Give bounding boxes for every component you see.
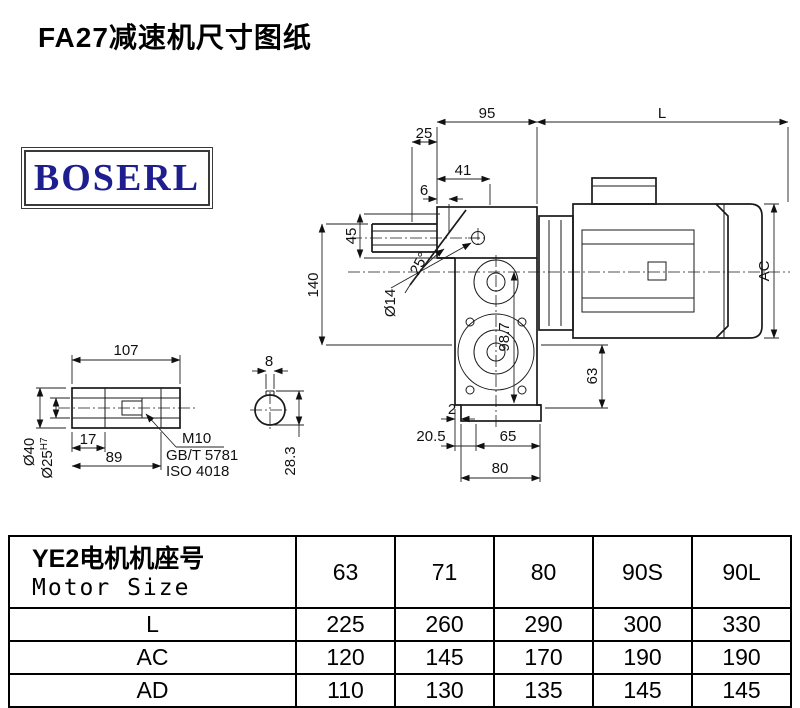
size-col-1: 71 <box>394 535 495 609</box>
cell-AC-2: 170 <box>493 640 594 675</box>
dim-AC-label: AC <box>756 260 773 281</box>
dim-41-label: 41 <box>455 162 472 179</box>
dim-89-label: 89 <box>106 449 123 466</box>
bolt-spec-iso: ISO 4018 <box>166 463 229 480</box>
centerlines <box>348 228 790 430</box>
dim-80-label: 80 <box>492 460 509 477</box>
bore-diameter: Ø25 <box>39 450 56 478</box>
cell-AC-3: 190 <box>592 640 693 675</box>
main-dimension-lines <box>318 118 789 482</box>
fan-cowl <box>716 203 763 339</box>
bolt-spec-gbt: GB/T 5781 <box>166 447 238 464</box>
table-row-AD: AD 110 130 135 145 145 <box>8 673 792 708</box>
cell-AC-1: 145 <box>394 640 495 675</box>
dim-L-label: L <box>658 105 666 122</box>
logo-text: BOSERL <box>33 157 201 199</box>
key-dimension-lines <box>252 367 304 437</box>
dim-dia25h7-label: Ø25H7 <box>39 437 56 479</box>
size-col-2: 80 <box>493 535 594 609</box>
boserl-logo: BOSERL <box>21 147 213 209</box>
bore-tolerance: H7 <box>39 437 50 450</box>
page-title: FA27减速机尺寸图纸 <box>38 22 312 53</box>
dim-95-label: 95 <box>479 105 496 122</box>
dim-45-label: 45 <box>343 228 360 245</box>
dim-107-label: 107 <box>113 342 138 359</box>
cell-AC-0: 120 <box>295 640 396 675</box>
size-col-3: 90S <box>592 535 693 609</box>
bolt-spec-m10: M10 <box>182 430 211 447</box>
dim-6-label: 6 <box>420 182 428 199</box>
dim-20-5-label: 20.5 <box>416 428 445 445</box>
dim-63-label: 63 <box>584 368 601 385</box>
dim-17-label: 17 <box>80 431 97 448</box>
cell-L-1: 260 <box>394 607 495 642</box>
terminal-box <box>591 177 657 205</box>
size-col-0: 63 <box>295 535 396 609</box>
row-label-L: L <box>8 607 297 642</box>
key-section-view: 8 28.3 <box>250 353 304 476</box>
shaft-detail-view: 107 17 89 Ø40 Ø25H7 M10 GB/T 5781 ISO 40… <box>21 342 238 480</box>
dim-98-7-label: 98.7 <box>496 322 513 351</box>
row-label-AC: AC <box>8 640 297 675</box>
cell-L-4: 330 <box>691 607 792 642</box>
dim-28-3-label: 28.3 <box>282 446 299 475</box>
cell-L-2: 290 <box>493 607 594 642</box>
table-row-L: L 225 260 290 300 330 <box>8 607 792 642</box>
header-cn: YE2电机机座号 <box>32 544 205 573</box>
cell-L-3: 300 <box>592 607 693 642</box>
cell-AC-4: 190 <box>691 640 792 675</box>
main-view: 95 L 25 41 6 45 140 Ø14 25° AC 98.7 63 2… <box>305 105 790 482</box>
table-row-AC: AC 120 145 170 190 190 <box>8 640 792 675</box>
size-col-4: 90L <box>691 535 792 609</box>
cell-AD-3: 145 <box>592 673 693 708</box>
main-dimension-labels: 95 L 25 41 6 45 140 Ø14 25° AC 98.7 63 2… <box>305 105 773 477</box>
cell-AD-2: 135 <box>493 673 594 708</box>
row-label-AD: AD <box>8 673 297 708</box>
dim-dia14-label: Ø14 <box>382 289 399 317</box>
dim-8-label: 8 <box>265 353 273 370</box>
cell-AD-0: 110 <box>295 673 396 708</box>
dim-2-label: 2 <box>448 401 456 418</box>
header-en: Motor Size <box>32 575 191 602</box>
cell-L-0: 225 <box>295 607 396 642</box>
motor-size-header-cell: YE2电机机座号 Motor Size <box>8 535 297 609</box>
dim-angle25-label: 25° <box>407 250 433 278</box>
dimension-drawing: 95 L 25 41 6 45 140 Ø14 25° AC 98.7 63 2… <box>21 105 790 482</box>
cell-AD-1: 130 <box>394 673 495 708</box>
cell-AD-4: 145 <box>691 673 792 708</box>
dim-65-label: 65 <box>500 428 517 445</box>
dim-25-label: 25 <box>416 125 433 142</box>
motor-size-table: YE2电机机座号 Motor Size 63 71 80 90S 90L L 2… <box>8 535 792 708</box>
dim-140-label: 140 <box>305 272 322 297</box>
shaft-dimension-labels: 107 17 89 Ø40 Ø25H7 M10 GB/T 5781 ISO 40… <box>21 342 238 480</box>
shaft-dimension-lines <box>36 355 224 470</box>
dim-dia40-label: Ø40 <box>21 438 38 466</box>
key-dimension-labels: 8 28.3 <box>265 353 299 476</box>
motor <box>538 177 763 339</box>
